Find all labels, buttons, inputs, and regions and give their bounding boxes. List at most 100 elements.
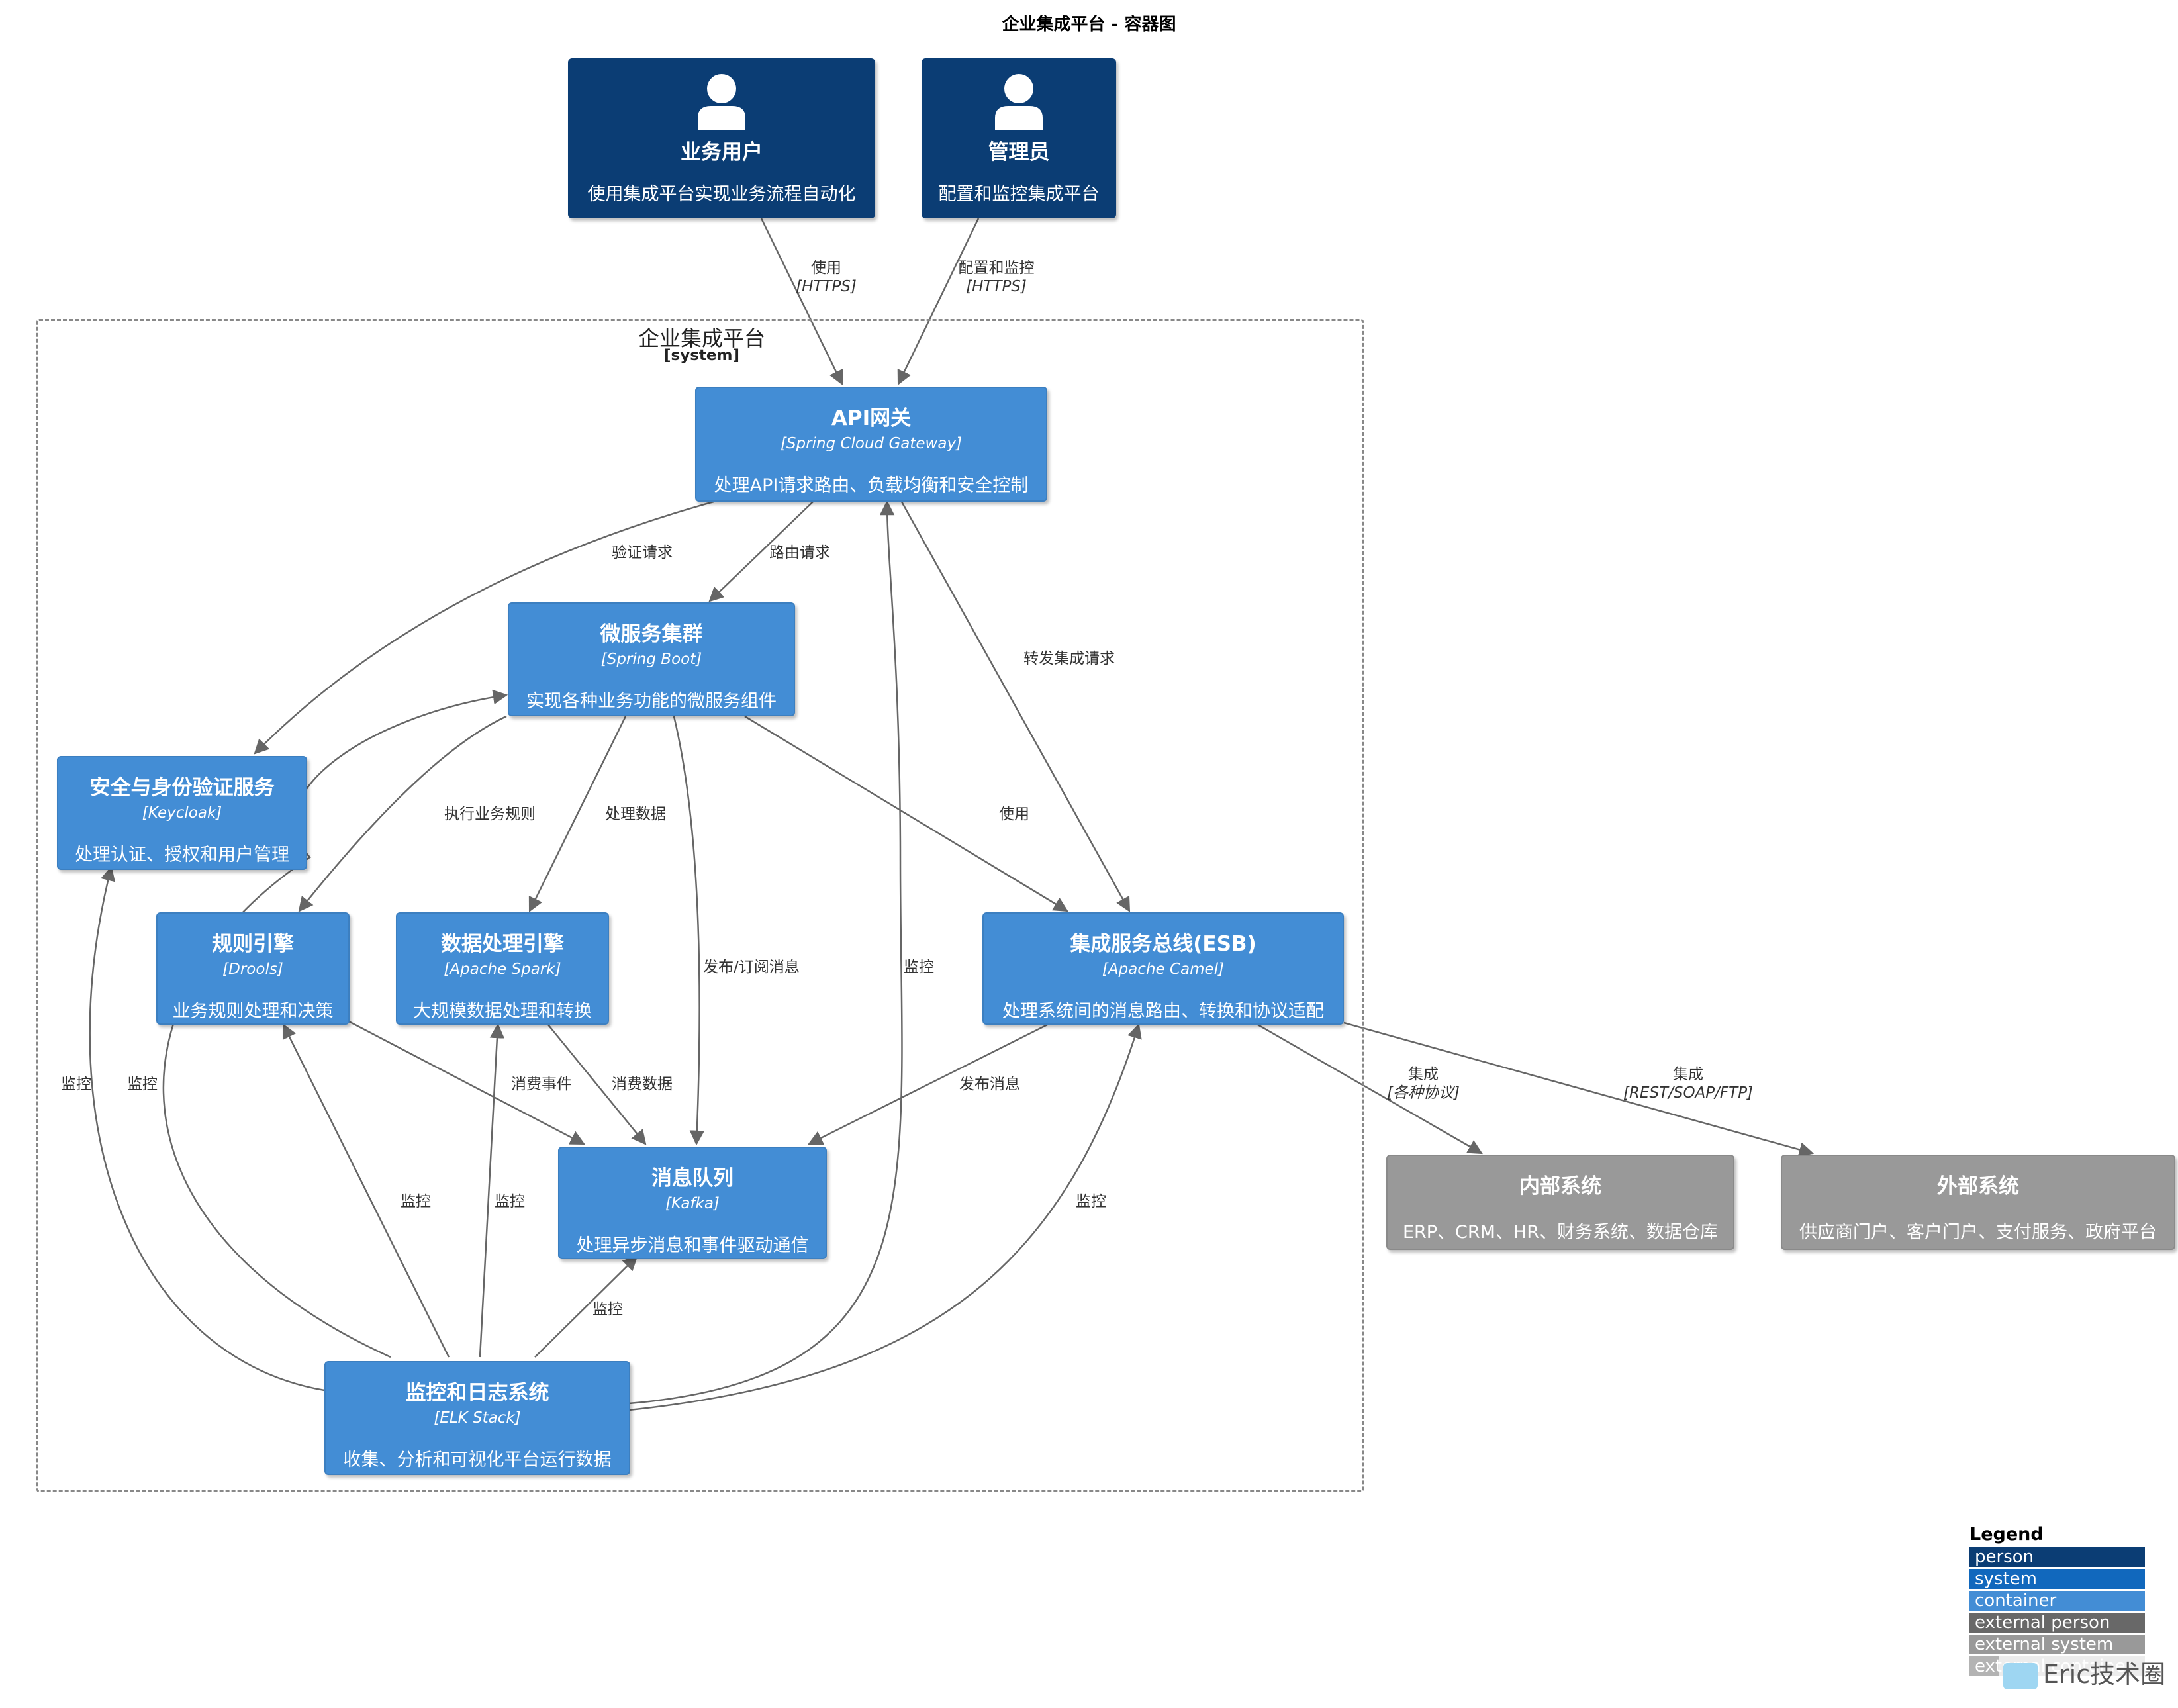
node-desc: 处理认证、授权和用户管理 [75, 845, 289, 865]
node-title: 监控和日志系统 [405, 1381, 549, 1405]
person-business-user[interactable]: 业务用户 使用集成平台实现业务流程自动化 [568, 58, 875, 218]
container-esb[interactable]: 集成服务总线(ESB) [Apache Camel] 处理系统间的消息路由、转换… [982, 912, 1344, 1025]
edge-label: 使用 [999, 806, 1029, 823]
container-message-queue[interactable]: 消息队列 [Kafka] 处理异步消息和事件驱动通信 [558, 1147, 827, 1259]
system-boundary [36, 319, 1364, 1492]
node-desc: 处理系统间的消息路由、转换和协议适配 [1002, 1001, 1324, 1021]
edge-gateway-to-security [254, 500, 714, 755]
edge-label: 路由请求 [769, 544, 830, 561]
edge-label: 监控 [127, 1076, 158, 1093]
node-desc: 实现各种业务功能的微服务组件 [526, 691, 777, 712]
person-admin[interactable]: 管理员 配置和监控集成平台 [922, 58, 1116, 218]
edge-label: 消费事件 [511, 1076, 572, 1093]
node-tech: [Spring Boot] [600, 651, 702, 668]
legend-item-container: container [1969, 1591, 2145, 1611]
legend-title: Legend [1969, 1524, 2044, 1544]
edge-label: 监控 [1076, 1193, 1106, 1210]
watermark-logo-icon [2003, 1662, 2038, 1689]
edge-label: 监控 [495, 1193, 525, 1210]
container-data-processing[interactable]: 数据处理引擎 [Apache Spark] 大规模数据处理和转换 [396, 912, 609, 1025]
edge-label: 监控 [592, 1301, 623, 1318]
node-title: 数据处理引擎 [441, 932, 564, 956]
node-title: 安全与身份验证服务 [89, 776, 275, 800]
node-desc: 业务规则处理和决策 [172, 1001, 334, 1021]
person-icon [698, 74, 745, 130]
external-system-external[interactable]: 外部系统 供应商门户、客户门户、支付服务、政府平台 [1781, 1155, 2175, 1250]
container-security[interactable]: 安全与身份验证服务 [Keycloak] 处理认证、授权和用户管理 [57, 756, 307, 870]
edge-microservices-to-rules [298, 715, 507, 912]
edge-label: 监控 [61, 1076, 91, 1093]
legend-item-external-person: external person [1969, 1613, 2145, 1633]
container-monitoring[interactable]: 监控和日志系统 [ELK Stack] 收集、分析和可视化平台运行数据 [324, 1361, 630, 1475]
edge-label: 监控 [401, 1193, 431, 1210]
edge-tech: [HTTPS] [796, 278, 857, 295]
node-desc: 处理异步消息和事件驱动通信 [576, 1235, 809, 1256]
edge-label: 验证请求 [612, 544, 673, 561]
edge-label: 集成 [1408, 1066, 1439, 1083]
node-desc: 大规模数据处理和转换 [413, 1001, 592, 1021]
edge-microservices-to-mq [673, 716, 705, 1146]
edge-admin-to-gateway [897, 218, 980, 386]
node-desc: 配置和监控集成平台 [938, 184, 1100, 205]
edge-monitor-to-dataproc [479, 1023, 505, 1358]
edge-label: 发布/订阅消息 [703, 959, 800, 976]
node-tech: [ELK Stack] [434, 1409, 521, 1427]
edge-microservices-to-esb [744, 715, 1068, 912]
edge-label: 使用 [811, 260, 841, 277]
node-title: 集成服务总线(ESB) [1070, 932, 1256, 956]
edge-label: 配置和监控 [959, 260, 1035, 277]
boundary-type: [system] [664, 347, 739, 364]
edge-monitor-to-esb [628, 1023, 1142, 1411]
watermark: Eric技术圈 [1999, 1654, 2170, 1690]
edge-user-to-gateway [760, 218, 843, 386]
edge-tech: [HTTPS] [966, 278, 1027, 295]
edge-microservices-to-dataproc [528, 716, 627, 913]
edge-tech: [各种协议] [1387, 1084, 1460, 1102]
edge-label: 转发集成请求 [1023, 650, 1115, 667]
node-tech: [Drools] [222, 961, 283, 978]
container-api-gateway[interactable]: API网关 [Spring Cloud Gateway] 处理API请求路由、负… [695, 387, 1047, 502]
container-microservices[interactable]: 微服务集群 [Spring Boot] 实现各种业务功能的微服务组件 [508, 602, 795, 716]
boundary-title: 企业集成平台 [638, 326, 765, 351]
edge-esb-to-mq [807, 1023, 1048, 1145]
edge-label: 处理数据 [605, 806, 666, 823]
node-tech: [Keycloak] [142, 804, 222, 822]
node-desc: ERP、CRM、HR、财务系统、数据仓库 [1402, 1222, 1719, 1243]
person-icon [995, 74, 1043, 130]
node-title: 管理员 [988, 140, 1050, 164]
external-system-internal[interactable]: 内部系统 ERP、CRM、HR、财务系统、数据仓库 [1386, 1155, 1734, 1250]
node-title: 内部系统 [1519, 1174, 1601, 1198]
edge-label: 执行业务规则 [444, 806, 536, 823]
container-rules-engine[interactable]: 规则引擎 [Drools] 业务规则处理和决策 [156, 912, 350, 1025]
node-tech: [Kafka] [665, 1195, 720, 1212]
node-title: API网关 [831, 406, 912, 430]
edge-gateway-to-esb [900, 501, 1131, 912]
edge-monitor-to-security [89, 865, 325, 1392]
node-tech: [Apache Camel] [1102, 961, 1225, 978]
edge-label: 消费数据 [612, 1076, 673, 1093]
edge-dataproc-to-mq [547, 1024, 647, 1145]
node-desc: 供应商门户、客户门户、支付服务、政府平台 [1799, 1222, 2157, 1243]
edge-esb-to-internal [1257, 1023, 1483, 1155]
node-title: 微服务集群 [600, 622, 703, 646]
node-title: 业务用户 [681, 140, 763, 164]
edge-label: 集成 [1673, 1066, 1703, 1083]
node-tech: [Spring Cloud Gateway] [780, 435, 963, 452]
legend-item-external-system: external system [1969, 1635, 2145, 1654]
node-title: 外部系统 [1937, 1174, 2019, 1198]
edge-label: 发布消息 [959, 1076, 1020, 1093]
edge-monitor-to-gateway [628, 500, 903, 1405]
edge-monitor-to-mq [534, 1255, 638, 1358]
edge-monitor-to-rules [282, 1023, 450, 1358]
node-title: 消息队列 [651, 1166, 734, 1190]
edge-label: 监控 [904, 959, 934, 976]
legend-item-system: system [1969, 1569, 2145, 1589]
legend-item-person: person [1969, 1547, 2145, 1567]
node-desc: 收集、分析和可视化平台运行数据 [343, 1450, 612, 1470]
node-title: 规则引擎 [212, 932, 294, 956]
edge-gateway-to-microservices [708, 501, 814, 602]
edge-esb-to-external [1343, 1021, 1815, 1157]
edge-tech: [REST/SOAP/FTP] [1623, 1084, 1753, 1102]
edge-rules-to-mq [347, 1020, 585, 1145]
